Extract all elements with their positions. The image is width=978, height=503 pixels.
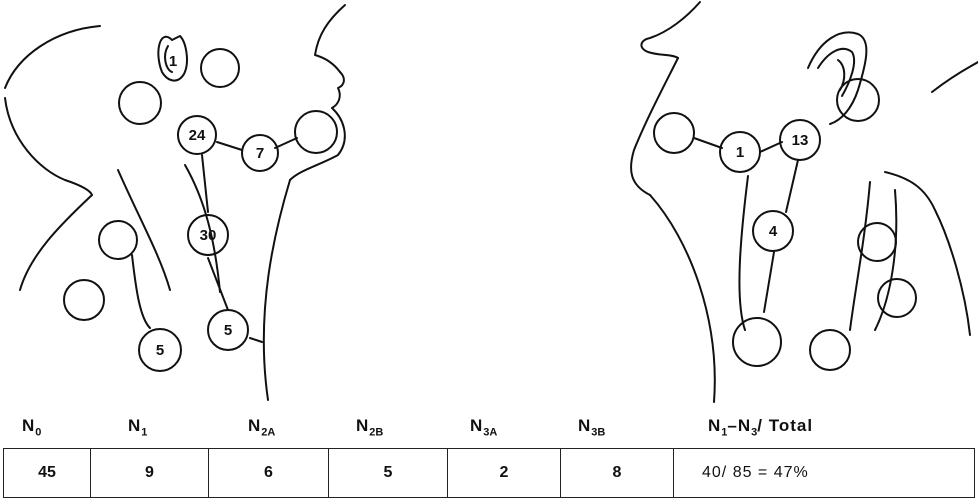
lymph-node [99, 221, 137, 259]
lymph-node-labeled: 5 [139, 329, 181, 371]
right-head-outline [631, 2, 978, 402]
ear-node-label: 1 [169, 53, 177, 70]
header-n2a: N2A [248, 416, 275, 438]
right-node-connectors [694, 138, 798, 312]
lymph-node-labeled: 13 [780, 120, 820, 160]
lymph-node [295, 111, 337, 153]
count-n0: 45 [4, 449, 91, 498]
lymph-node [64, 280, 104, 320]
stage-headers: N0 N1 N2A N2B N3A N3B N1–N3/ Total [0, 408, 978, 448]
lymph-node [201, 49, 239, 87]
header-n3a: N3A [470, 416, 497, 438]
lymph-node-labeled: 7 [242, 135, 278, 171]
header-n3b: N3B [578, 416, 605, 438]
header-n1: N1 [128, 416, 147, 438]
lymph-node [837, 79, 879, 121]
lymph-node-diagram: 24 7 30 5 5 1 [0, 0, 978, 405]
svg-text:13: 13 [792, 132, 809, 149]
lymph-node [733, 318, 781, 366]
lymph-node [878, 279, 916, 317]
left-nodes: 24 7 30 5 5 1 [64, 49, 337, 371]
svg-text:5: 5 [224, 322, 232, 339]
count-n3a: 2 [448, 449, 561, 498]
svg-text:7: 7 [256, 145, 264, 162]
lymph-node [119, 82, 161, 124]
count-total-ratio: 40/ 85 = 47% [674, 449, 975, 498]
lymph-node [810, 330, 850, 370]
header-n1-n3-total: N1–N3/ Total [708, 416, 813, 438]
svg-text:30: 30 [200, 227, 217, 244]
svg-text:5: 5 [156, 342, 164, 359]
header-n0: N0 [22, 416, 41, 438]
lymph-node [654, 113, 694, 153]
header-n2b: N2B [356, 416, 383, 438]
count-n3b: 8 [561, 449, 674, 498]
count-n2a: 6 [209, 449, 329, 498]
lymph-node-labeled: 4 [753, 211, 793, 251]
lymph-node-labeled: 5 [208, 310, 248, 350]
table-row: 45 9 6 5 2 8 40/ 85 = 47% [4, 449, 975, 498]
svg-text:4: 4 [769, 223, 778, 240]
lymph-node-labeled: 24 [178, 116, 216, 154]
count-n1: 9 [91, 449, 209, 498]
svg-text:1: 1 [736, 144, 744, 161]
count-n2b: 5 [329, 449, 448, 498]
lymph-node-labeled: 1 [720, 132, 760, 172]
stage-counts-table: 45 9 6 5 2 8 40/ 85 = 47% [3, 448, 975, 498]
svg-text:24: 24 [189, 127, 206, 144]
